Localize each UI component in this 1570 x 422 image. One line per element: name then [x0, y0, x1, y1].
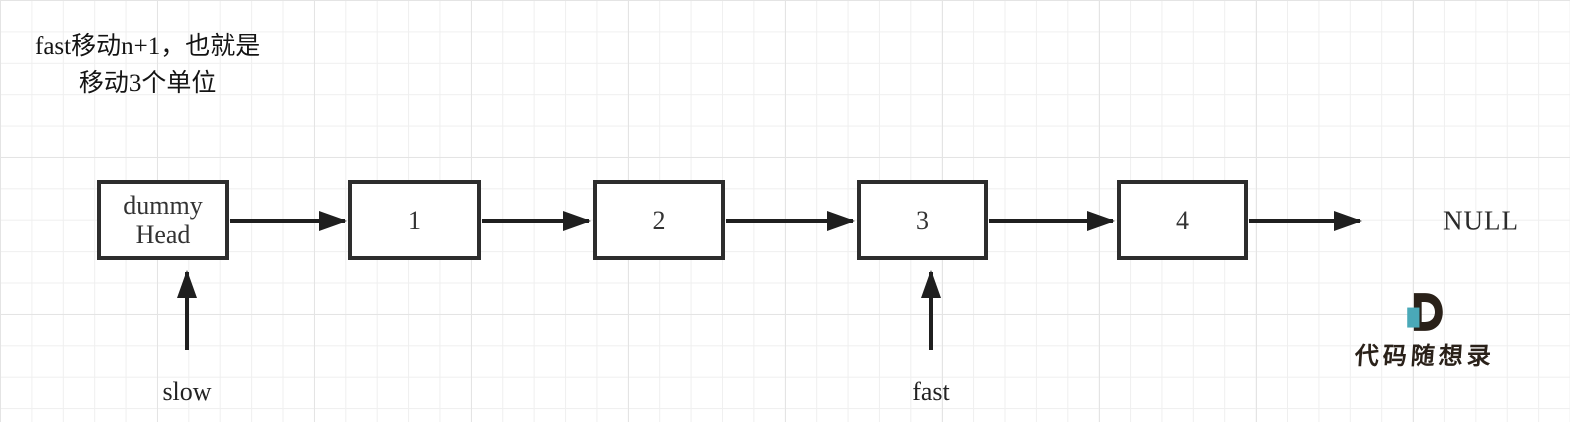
brand-logo: 代码随想录	[1345, 292, 1505, 371]
list-node-2: 2	[593, 180, 725, 260]
fast-pointer-label: fast	[912, 377, 950, 406]
list-node-4: 4	[1117, 180, 1248, 260]
annotation-line-1: fast移动n+1，也就是	[35, 33, 261, 60]
d-logo-icon	[1407, 293, 1443, 331]
null-terminator-label: NULL	[1443, 205, 1519, 236]
annotation-text: fast移动n+1，也就是 移动3个单位	[35, 28, 260, 102]
list-node-label: 3	[916, 205, 929, 235]
list-node-label: 2	[652, 205, 666, 235]
brand-logo-text: 代码随想录	[1353, 344, 1496, 370]
list-node-3: 3	[857, 180, 988, 260]
list-node-label: dummy Head	[123, 191, 203, 249]
list-node-dummy-head: dummy Head	[97, 180, 229, 260]
annotation-line-2: 移动3个单位	[78, 70, 217, 97]
list-node-label: 4	[1176, 205, 1189, 235]
list-node-label: 1	[408, 205, 421, 235]
list-node-1: 1	[348, 180, 481, 260]
slow-pointer-label: slow	[162, 377, 212, 406]
